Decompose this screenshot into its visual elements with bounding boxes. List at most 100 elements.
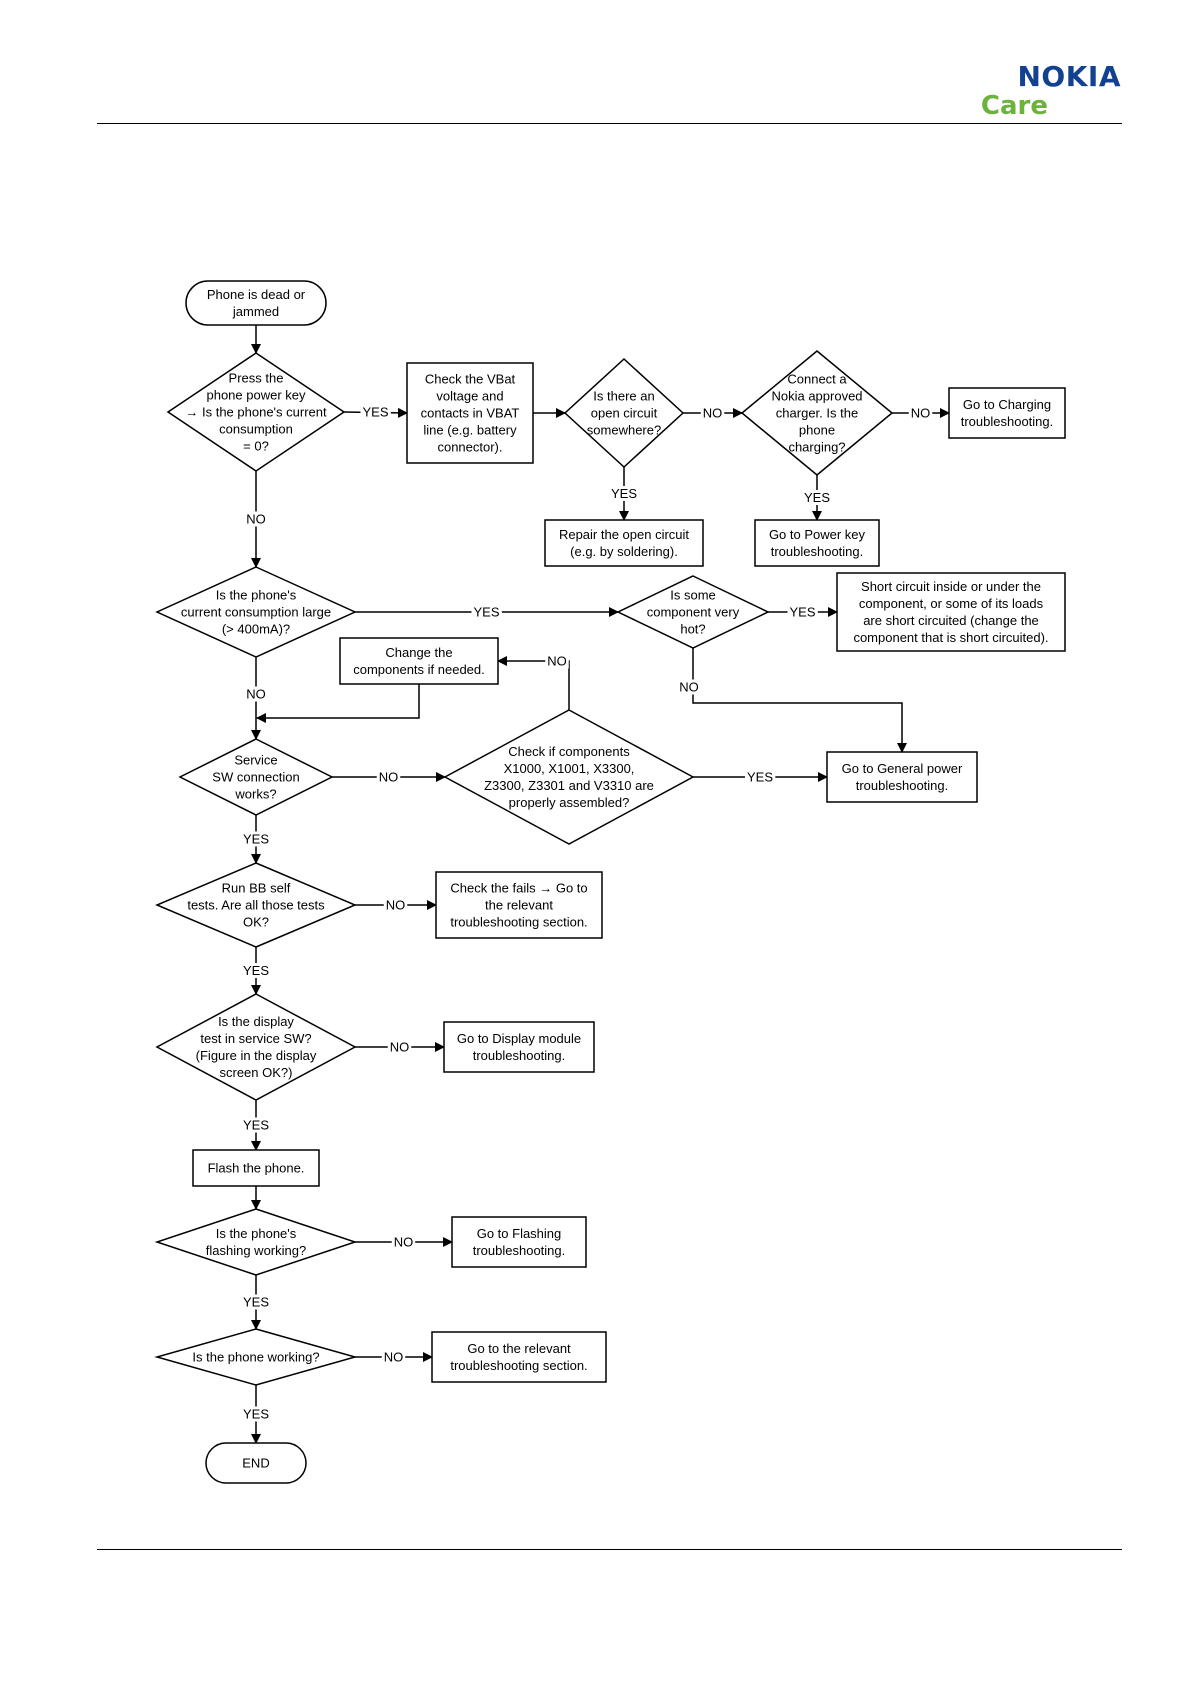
node-text-line: components if needed. xyxy=(353,662,485,677)
edge-label-yes: YES xyxy=(243,1295,269,1310)
edge-label-bg xyxy=(700,405,725,421)
node-text-line: Press the xyxy=(229,371,284,386)
node-text-line: troubleshooting section. xyxy=(450,915,587,930)
node-goto-relevant-shape xyxy=(431,1331,607,1383)
node-goto-flashing-label: Go to Flashing troubleshooting. xyxy=(473,1226,566,1258)
edge-label-bg xyxy=(360,404,391,420)
edge-label-yes: YES xyxy=(243,963,269,978)
edge-label-no: NO xyxy=(547,654,567,669)
edge-label-bg xyxy=(240,1406,272,1422)
node-check-fails-label: Check the fails → Go to the relevant troub… xyxy=(450,881,587,930)
edge-label-yes: YES xyxy=(611,486,637,501)
node-text-line: Is some xyxy=(670,588,716,603)
edge-label-bg xyxy=(744,769,776,785)
node-text-line: line (e.g. battery xyxy=(423,423,517,438)
node-text-line: (Figure in the display xyxy=(196,1048,317,1063)
node-text-line: properly assembled? xyxy=(509,795,630,810)
node-text-line: component, or some of its loads xyxy=(859,596,1044,611)
edge-label-yes: YES xyxy=(789,605,815,620)
node-repair-shape xyxy=(544,519,704,567)
edge-label-bg xyxy=(383,897,408,913)
node-text-line: contacts in VBAT xyxy=(421,406,520,421)
node-change-comp-label: Change the components if needed. xyxy=(353,645,485,677)
node-text-line: Is the phone working? xyxy=(192,1350,319,1365)
node-text-line: screen OK?) xyxy=(220,1065,293,1080)
edge-label-yes: YES xyxy=(243,832,269,847)
footer-rule xyxy=(97,1549,1122,1550)
node-text-line: troubleshooting. xyxy=(473,1243,566,1258)
node-check-fails-shape xyxy=(435,871,603,939)
node-text-line: Run BB self xyxy=(222,881,291,896)
node-text-line: consumption xyxy=(219,422,293,437)
node-charger-shape xyxy=(740,350,894,476)
node-text-line: Z3300, Z3301 and V3310 are xyxy=(484,778,654,793)
node-text-line: Service xyxy=(234,753,277,768)
edge-label-bg xyxy=(471,604,502,620)
edge-label-no: NO xyxy=(394,1235,414,1250)
node-text-line: Change the xyxy=(385,645,452,660)
edge-label-yes: YES xyxy=(243,1407,269,1422)
logo-sub-brand: Care xyxy=(980,91,1048,121)
node-text-line: Check the VBat xyxy=(425,372,516,387)
node-text-line: the relevant xyxy=(485,898,553,913)
edge-label-bg xyxy=(244,686,268,702)
edge-label-no: NO xyxy=(384,1350,404,1365)
node-text-line: Go to General power xyxy=(842,761,963,776)
edge-label-bg xyxy=(801,490,833,505)
edge-label-no: NO xyxy=(379,770,399,785)
node-text-line: jammed xyxy=(232,304,279,319)
edge-label-no: NO xyxy=(679,680,699,695)
node-text-line: Go to Flashing xyxy=(477,1226,562,1241)
node-service-sw-shape xyxy=(178,738,334,816)
node-text-line: somewhere? xyxy=(587,423,661,438)
edge-label-no: NO xyxy=(390,1040,410,1055)
node-text-line: troubleshooting section. xyxy=(450,1358,587,1373)
node-open-circuit-shape xyxy=(563,357,685,469)
node-text-line: OK? xyxy=(243,915,269,930)
node-text-line: Check the fails → Go to xyxy=(450,881,587,896)
node-text-line: charging? xyxy=(788,440,845,455)
node-text-line: Short circuit inside or under the xyxy=(861,579,1041,594)
node-text-line: tests. Are all those tests xyxy=(187,898,325,913)
node-phone-working-label: Is the phone working? xyxy=(192,1350,319,1365)
node-current-large-shape xyxy=(155,566,357,658)
node-text-line: Is the phone's xyxy=(216,1226,297,1241)
logo-brand: NOKIA xyxy=(1017,60,1121,93)
node-text-line: current consumption large xyxy=(181,605,331,620)
edge-label-bg xyxy=(240,1117,272,1133)
node-text-line: Connect a xyxy=(787,372,847,387)
edge-label-no: NO xyxy=(246,512,266,527)
node-text-line: troubleshooting. xyxy=(473,1048,566,1063)
edge-label-bg xyxy=(240,963,272,978)
node-flash-label: Flash the phone. xyxy=(208,1161,305,1176)
node-text-line: Go to Charging xyxy=(963,397,1051,412)
node-comp-hot-shape xyxy=(616,575,770,649)
edge-label-yes: YES xyxy=(804,490,830,505)
node-text-line: phone power key xyxy=(206,388,306,403)
node-phone-working-shape xyxy=(154,1328,358,1386)
node-text-line: X1000, X1001, X3300, xyxy=(504,761,635,776)
header-rule xyxy=(97,123,1122,124)
edge-label-bg xyxy=(391,1234,416,1250)
edge-label-bg xyxy=(608,486,640,501)
node-text-line: Go to Display module xyxy=(457,1031,581,1046)
edge-label-bg xyxy=(240,831,272,847)
edge-label-yes: YES xyxy=(473,605,499,620)
edge-label-bg xyxy=(787,604,818,620)
edge-label-no: NO xyxy=(703,406,723,421)
node-display-test-shape xyxy=(155,993,357,1101)
node-goto-display-shape xyxy=(443,1021,595,1073)
node-text-line: flashing working? xyxy=(206,1243,306,1258)
node-text-line: phone xyxy=(799,423,835,438)
